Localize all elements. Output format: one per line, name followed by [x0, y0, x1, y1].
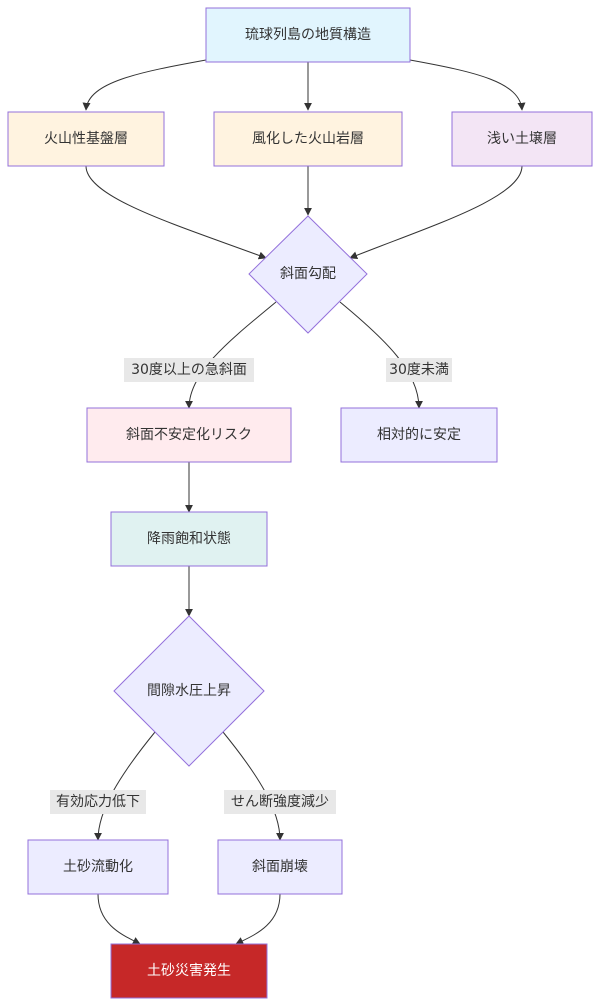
edge-slope-failure-to-disaster: [235, 893, 281, 945]
edge-label-shear-strength: せん断強度減少: [231, 793, 329, 810]
node-shallow-soil[interactable]: 浅い土壌層: [451, 111, 593, 167]
node-shallow-soil-label: 浅い土壌層: [487, 131, 557, 147]
node-slope-label: 斜面勾配: [280, 266, 336, 282]
edge-debris-flow-to-disaster: [97, 893, 141, 945]
nodes: 琉球列島の地質構造 火山性基盤層 風化した火山岩層 浅い土壌層 斜面勾配 斜面不…: [7, 7, 593, 999]
node-stable-label: 相対的に安定: [377, 427, 461, 443]
node-pore-pressure-label: 間隙水圧上昇: [147, 683, 231, 699]
edge-slope-to-stable: [339, 301, 423, 409]
node-debris-flow-label: 土砂流動化: [63, 859, 133, 875]
node-weathered-rock[interactable]: 風化した火山岩層: [213, 111, 403, 167]
node-slope-failure-label: 斜面崩壊: [252, 859, 308, 875]
node-slope-decision[interactable]: 斜面勾配: [248, 215, 368, 334]
edge-label-effective-stress: 有効応力低下: [56, 794, 140, 810]
node-debris-flow[interactable]: 土砂流動化: [27, 839, 169, 895]
node-pore-pressure-decision[interactable]: 間隙水圧上昇: [113, 615, 265, 767]
edge-shallow-soil-to-slope: [349, 165, 523, 260]
edge-slope-to-instability-risk: [185, 301, 277, 409]
edges: [82, 59, 526, 945]
node-root-label: 琉球列島の地質構造: [245, 27, 371, 43]
edge-labels: 30度以上の急斜面 30度未満 有効応力低下 せん断強度減少: [50, 358, 452, 814]
edge-root-to-volcanic-base: [82, 59, 207, 111]
node-instability-risk[interactable]: 斜面不安定化リスク: [86, 407, 292, 463]
node-disaster-label: 土砂災害発生: [147, 963, 231, 979]
node-stable[interactable]: 相対的に安定: [340, 407, 498, 463]
edge-volcanic-base-to-slope: [85, 165, 267, 260]
node-weathered-rock-label: 風化した火山岩層: [252, 131, 364, 147]
node-volcanic-base-label: 火山性基盤層: [44, 130, 128, 147]
edge-label-steep: 30度以上の急斜面: [131, 362, 247, 378]
edge-pore-pressure-to-slope-failure: [222, 731, 284, 841]
node-rain-saturation[interactable]: 降雨飽和状態: [110, 511, 268, 567]
edge-root-to-shallow-soil: [409, 59, 526, 111]
node-disaster[interactable]: 土砂災害発生: [110, 943, 268, 999]
node-slope-failure[interactable]: 斜面崩壊: [217, 839, 343, 895]
edge-pore-pressure-to-debris-flow: [94, 731, 156, 841]
node-volcanic-base[interactable]: 火山性基盤層: [7, 111, 165, 167]
node-root[interactable]: 琉球列島の地質構造: [205, 7, 411, 63]
node-instability-risk-label: 斜面不安定化リスク: [126, 427, 252, 443]
edge-label-gentle: 30度未満: [389, 362, 449, 378]
node-rain-saturation-label: 降雨飽和状態: [147, 530, 231, 547]
